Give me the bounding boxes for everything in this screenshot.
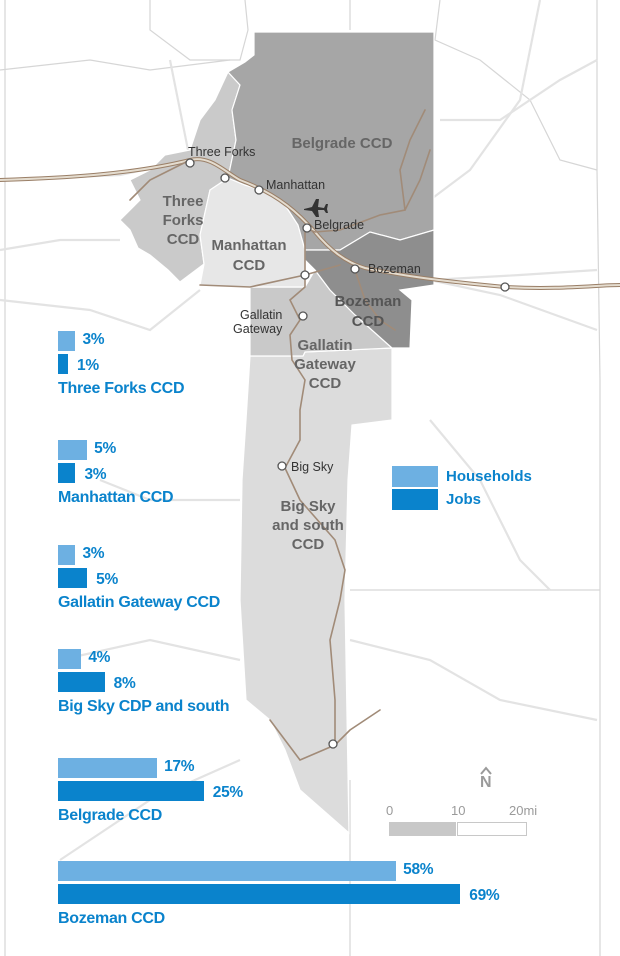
bar-jobs-manhattan-ccd xyxy=(58,463,76,483)
category-label-gallatin-gateway-ccd: Gallatin Gateway CCD xyxy=(58,594,221,611)
bar-households-belgrade-ccd xyxy=(58,758,158,778)
bar-jobs-belgrade-ccd xyxy=(58,781,204,801)
town-marker-three-forks xyxy=(185,158,195,168)
bar-value-label-jobs-three-forks-ccd: 1% xyxy=(77,357,99,374)
town-markers xyxy=(185,158,510,749)
town-marker-bozeman xyxy=(350,264,360,274)
town-marker-junction xyxy=(300,270,310,280)
scale-bar-filled xyxy=(389,822,456,836)
airport-icon xyxy=(304,199,328,217)
bar-value-label-households-gallatin-gateway-ccd: 3% xyxy=(82,545,105,562)
town-label-big-sky: Big Sky xyxy=(291,460,334,474)
region-label-gallatin-gateway-3: CCD xyxy=(309,375,342,392)
region-label-belgrade: Belgrade CCD xyxy=(292,135,393,152)
category-label-three-forks-ccd: Three Forks CCD xyxy=(58,380,185,397)
town-label-bozeman: Bozeman xyxy=(368,262,421,276)
town-label-manhattan: Manhattan xyxy=(266,178,325,192)
town-marker-gallatin-gateway xyxy=(298,311,308,321)
region-label-manhattan-1: Manhattan xyxy=(212,237,287,254)
bar-households-bozeman-ccd xyxy=(58,861,397,881)
scale-tick-10: 10 xyxy=(451,803,466,818)
region-label-bozeman-2: CCD xyxy=(352,313,385,330)
bar-households-three-forks-ccd xyxy=(58,331,76,351)
bar-value-label-households-manhattan-ccd: 5% xyxy=(94,440,116,457)
bar-jobs-big-sky-cdp-and-south xyxy=(58,672,105,692)
region-label-big-sky-3: CCD xyxy=(292,536,325,553)
county-boundaries xyxy=(0,0,601,956)
bar-value-label-households-big-sky-cdp-and-south: 4% xyxy=(88,649,111,666)
region-label-big-sky-1: Big Sky xyxy=(280,498,336,515)
region-label-three-forks-1: Three xyxy=(163,193,204,210)
region-label-three-forks-2: Forks xyxy=(163,212,204,229)
scale-tick-0: 0 xyxy=(386,803,394,818)
bar-households-manhattan-ccd xyxy=(58,440,88,460)
bar-value-label-households-bozeman-ccd: 58% xyxy=(403,861,434,878)
region-label-gallatin-gateway-1: Gallatin xyxy=(297,337,352,354)
bar-value-label-jobs-big-sky-cdp-and-south: 8% xyxy=(113,675,136,692)
region-label-gallatin-gateway-2: Gateway xyxy=(294,356,356,373)
bar-value-label-households-belgrade-ccd: 17% xyxy=(164,758,195,775)
region-bozeman xyxy=(304,229,435,349)
town-marker-east xyxy=(500,282,510,292)
bar-jobs-bozeman-ccd xyxy=(58,884,461,904)
town-marker-big-sky xyxy=(277,461,287,471)
north-arrow-icon xyxy=(480,766,492,775)
bar-households-gallatin-gateway-ccd xyxy=(58,545,76,565)
town-marker-belgrade xyxy=(302,223,312,233)
bar-value-label-jobs-manhattan-ccd: 3% xyxy=(84,466,107,483)
town-marker-unnamed-1 xyxy=(220,173,230,183)
region-label-manhattan-2: CCD xyxy=(233,257,266,274)
category-label-belgrade-ccd: Belgrade CCD xyxy=(58,807,162,824)
ccd-regions xyxy=(119,31,435,835)
legend-label-households: Households xyxy=(446,468,532,485)
legend-label-jobs: Jobs xyxy=(446,491,482,508)
town-label-belgrade: Belgrade xyxy=(314,218,364,232)
region-label-bozeman-1: Bozeman xyxy=(335,293,402,310)
region-label-big-sky-2: and south xyxy=(272,517,344,534)
town-marker-manhattan xyxy=(254,185,264,195)
town-label-gallatin: Gallatin xyxy=(240,308,282,322)
scale-tick-20mi: 20mi xyxy=(509,803,538,818)
bar-value-label-households-three-forks-ccd: 3% xyxy=(82,331,105,348)
category-label-manhattan-ccd: Manhattan CCD xyxy=(58,489,174,506)
bar-value-label-jobs-gallatin-gateway-ccd: 5% xyxy=(96,571,118,588)
bar-jobs-three-forks-ccd xyxy=(58,354,68,374)
bar-value-label-jobs-bozeman-ccd: 69% xyxy=(469,887,500,904)
legend-swatch-jobs xyxy=(392,489,438,510)
category-label-big-sky-cdp-and-south: Big Sky CDP and south xyxy=(58,698,230,715)
north-label: N xyxy=(480,774,492,791)
town-label-three-forks: Three Forks xyxy=(188,145,255,159)
town-marker-south xyxy=(328,739,338,749)
legend-swatch-households xyxy=(392,466,438,487)
bar-value-label-jobs-belgrade-ccd: 25% xyxy=(212,784,243,801)
town-label-gateway: Gateway xyxy=(233,322,283,336)
scale-bar-empty xyxy=(457,822,527,836)
region-label-three-forks-3: CCD xyxy=(167,231,200,248)
bar-jobs-gallatin-gateway-ccd xyxy=(58,568,88,588)
category-label-bozeman-ccd: Bozeman CCD xyxy=(58,910,165,927)
bar-households-big-sky-cdp-and-south xyxy=(58,649,82,669)
